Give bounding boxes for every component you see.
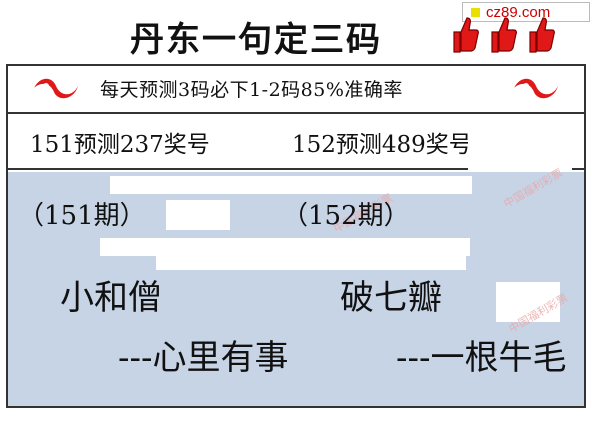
riddle-left-title: 小和僧	[60, 278, 162, 318]
period-right: （152期）	[282, 201, 410, 231]
lottery-logo-icon	[514, 78, 558, 99]
mask-stripe	[496, 282, 560, 322]
mask-stripe	[468, 130, 572, 170]
thumbs-up-icon	[529, 17, 555, 53]
riddle-panel	[8, 172, 584, 406]
site-url: cz89.com	[486, 3, 551, 21]
tagline: 每天预测3码必下1-2码85%准确率	[100, 79, 403, 101]
page-title: 丹东一句定三码	[130, 20, 382, 60]
thumbs-up-icon	[453, 17, 479, 53]
period-left: （151期）	[18, 201, 146, 231]
lottery-logo-icon	[34, 78, 78, 99]
mask-stripe	[100, 238, 470, 256]
yellow-square-icon	[471, 7, 480, 17]
results-row	[8, 116, 584, 170]
riddle-right-hint: ---一根牛毛	[396, 338, 567, 378]
thumbs-up-icon	[491, 17, 517, 53]
mask-stripe	[110, 176, 472, 194]
mask-stripe	[156, 256, 466, 270]
result-left: 151预测237奖号	[30, 132, 210, 158]
riddle-left-hint: ---心里有事	[118, 338, 289, 378]
mask-stripe	[166, 200, 230, 230]
site-watermark: cz89.com	[462, 2, 590, 22]
tagline-row	[8, 66, 584, 114]
thumbs-group	[446, 10, 562, 62]
mask-stripe	[80, 412, 240, 430]
content-frame	[6, 64, 586, 408]
riddle-right-title: 破七瓣	[340, 278, 442, 318]
result-right: 152预测489奖号	[292, 132, 472, 158]
